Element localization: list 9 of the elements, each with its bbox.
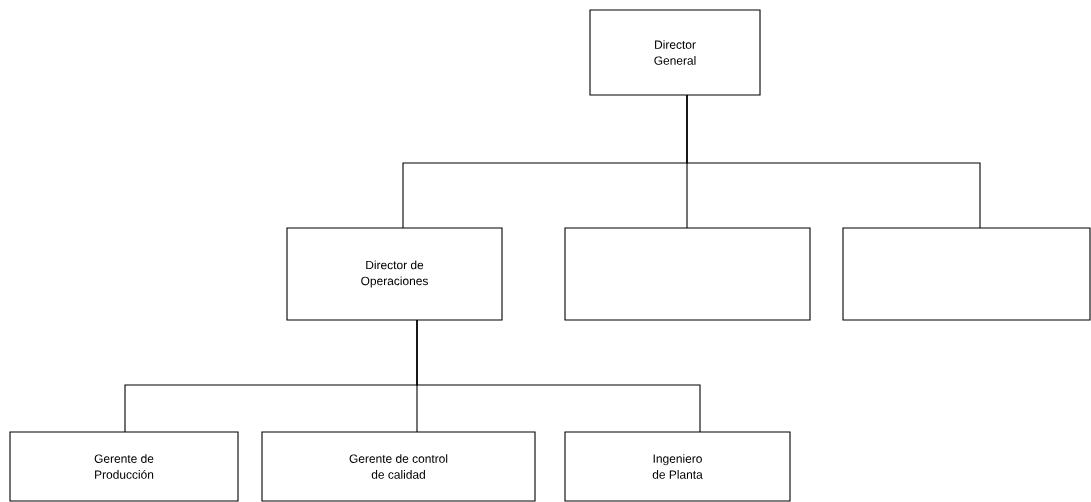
connector-line [416, 319, 701, 433]
position-box: Ingeniero de Planta [564, 431, 791, 502]
empty-box [842, 227, 1091, 321]
empty-box [564, 227, 811, 321]
connector-line [686, 94, 981, 229]
position-box: Director de Operaciones [286, 227, 503, 321]
position-box: Director General [589, 9, 761, 96]
position-box: Gerente de Producción [9, 431, 239, 502]
position-box: Gerente de control de calidad [261, 431, 536, 502]
